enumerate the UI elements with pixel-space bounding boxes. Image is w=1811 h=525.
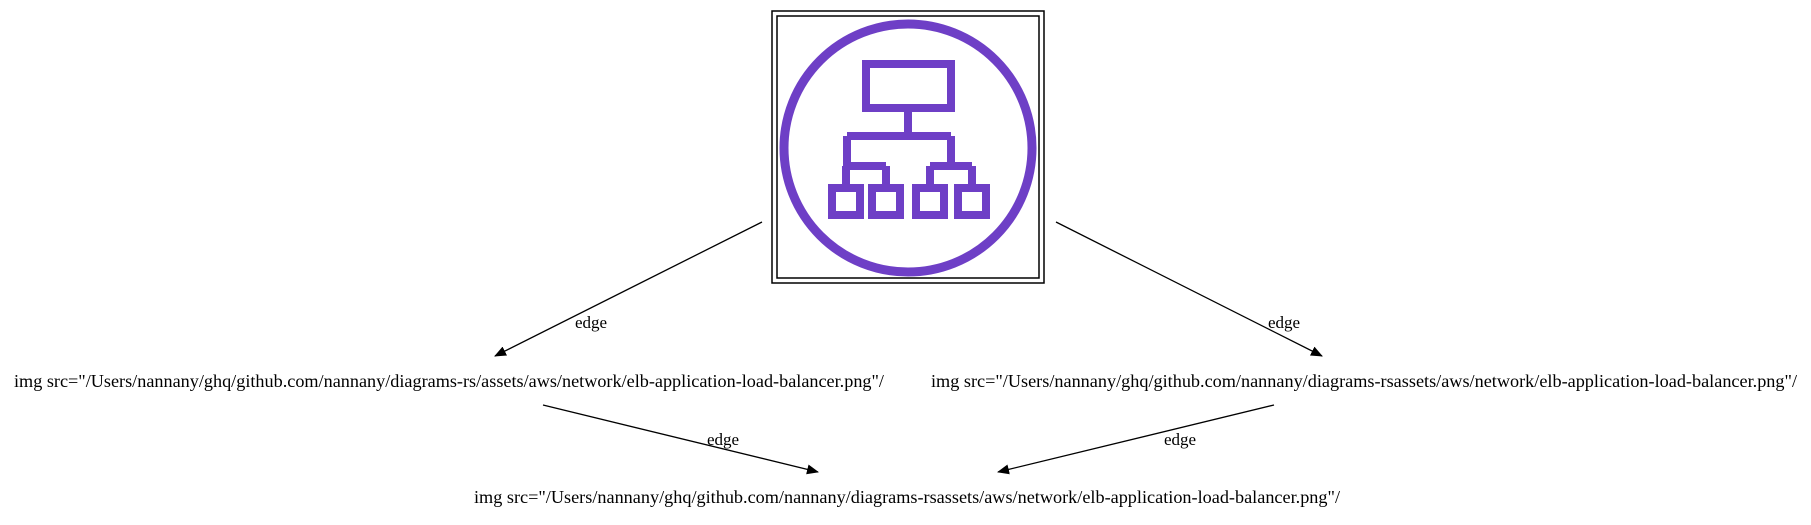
edge-line	[1055, 221, 1323, 357]
edge-top-to-right[interactable]: edge	[1055, 221, 1323, 357]
top-node-outer-border	[771, 10, 1045, 284]
node-right-label[interactable]: img src="/Users/nannany/ghq/github.com/n…	[931, 371, 1797, 391]
top-node[interactable]	[771, 10, 1045, 284]
edge-line	[494, 221, 763, 357]
top-node-inner-border	[776, 15, 1040, 279]
node-bottom-label[interactable]: img src="/Users/nannany/ghq/github.com/n…	[474, 487, 1340, 507]
edge-label: edge	[1164, 430, 1196, 449]
edge-label: edge	[707, 430, 739, 449]
elb-application-load-balancer-icon	[779, 19, 1037, 277]
edge-line	[542, 404, 819, 475]
edge-left-to-bottom[interactable]: edge	[542, 404, 819, 475]
edge-line	[997, 404, 1275, 475]
edge-top-to-left[interactable]: edge	[494, 221, 763, 357]
node-left-label[interactable]: img src="/Users/nannany/ghq/github.com/n…	[14, 371, 884, 391]
edge-label: edge	[1268, 313, 1300, 332]
edge-label: edge	[575, 313, 607, 332]
edge-right-to-bottom[interactable]: edge	[997, 404, 1275, 475]
